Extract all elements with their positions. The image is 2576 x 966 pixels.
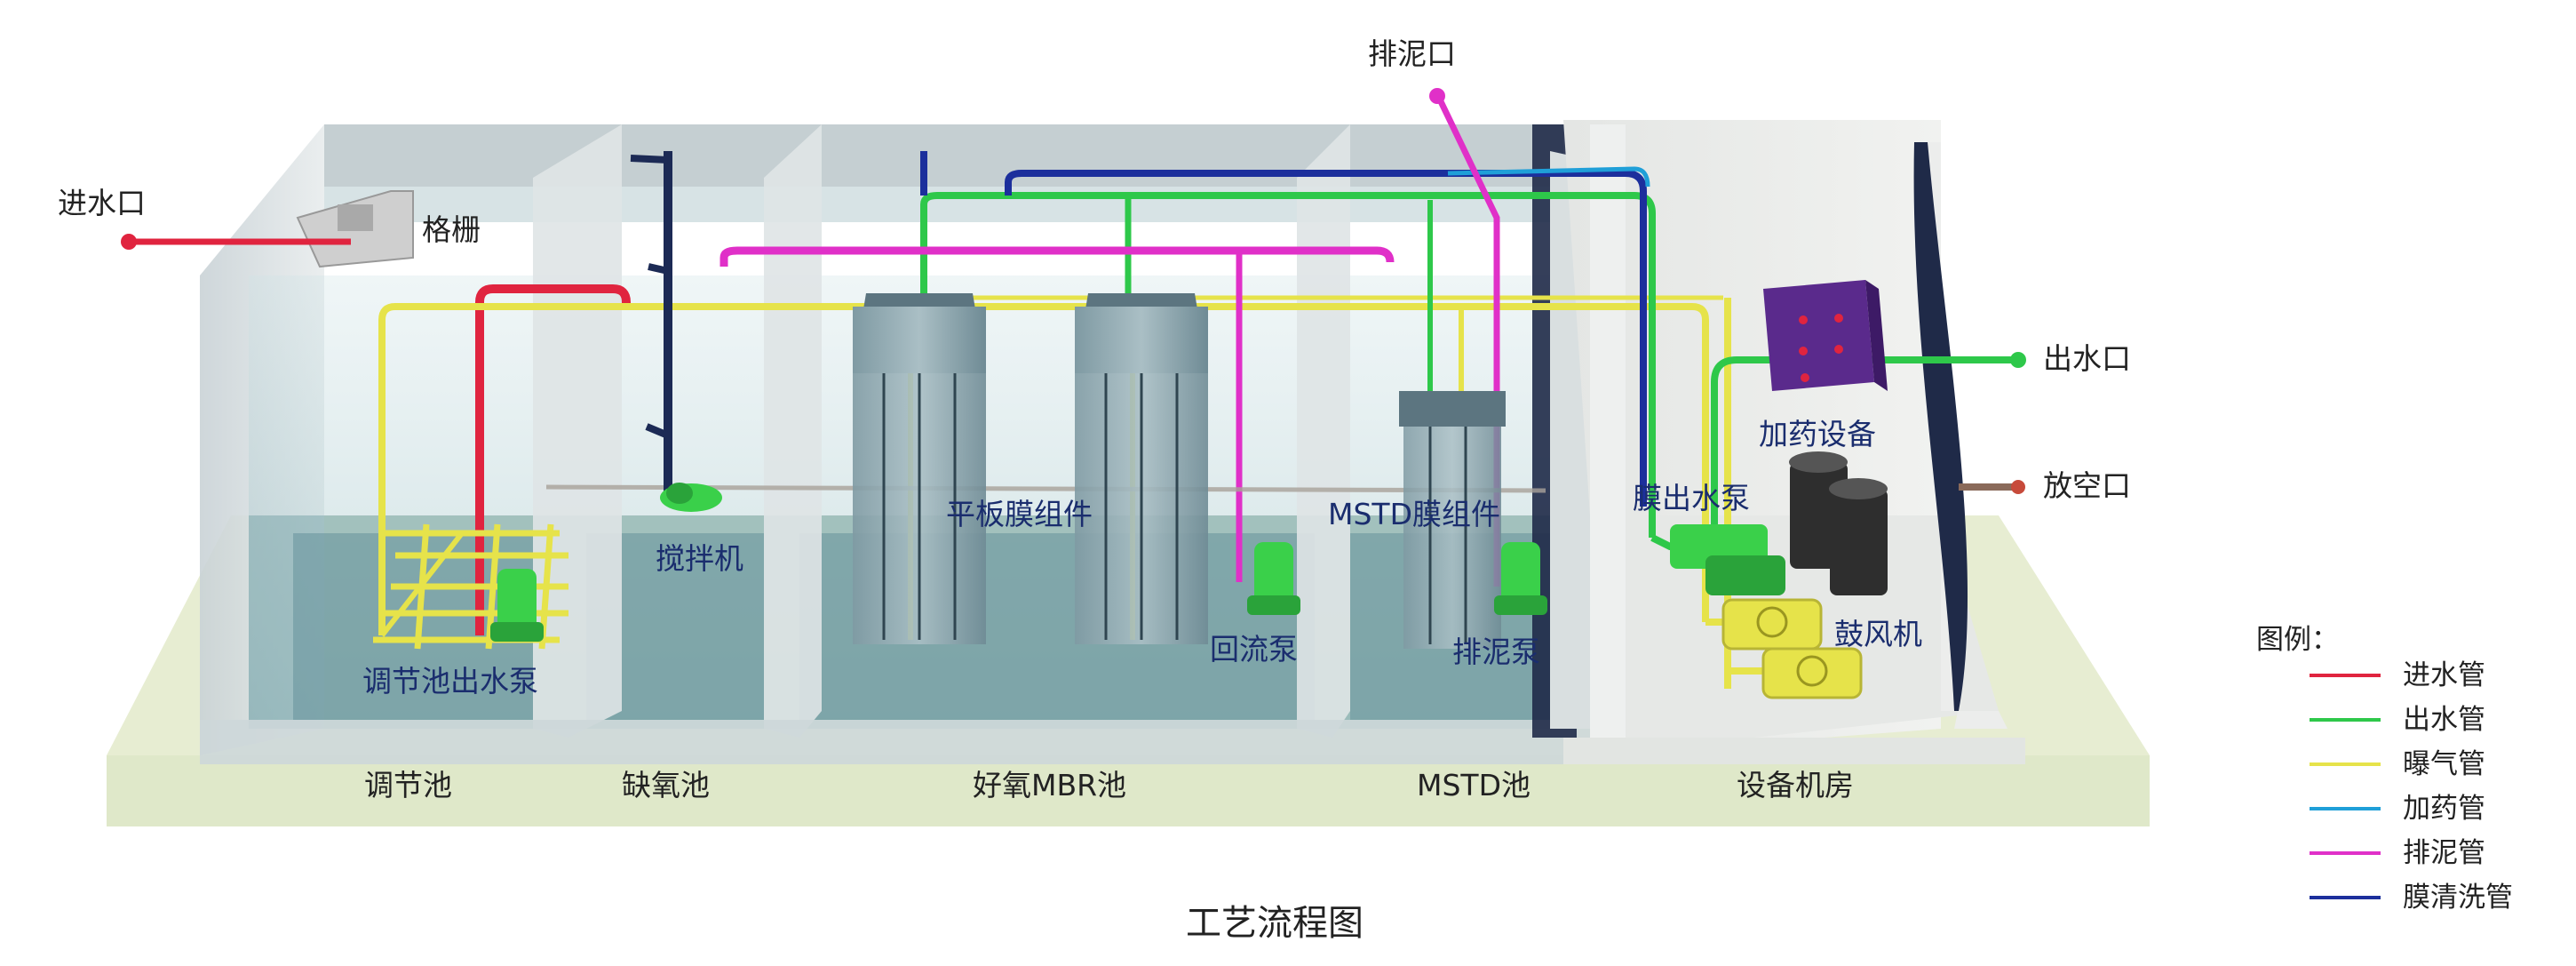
label-dosing-equipment: 加药设备 (1759, 417, 1876, 451)
reflux-pump (1247, 542, 1300, 615)
legend-item: 膜清洗管 (2310, 882, 2513, 914)
dosing-tanks (1789, 451, 1888, 595)
label-membrane-pump: 膜出水泵 (1633, 481, 1750, 515)
legend-item: 出水管 (2310, 704, 2485, 736)
legend-item: 进水管 (2310, 659, 2485, 691)
legend-label: 曝气管 (2403, 748, 2485, 780)
dosing-equipment (1763, 280, 1888, 391)
tank-name: 设备机房 (1737, 768, 1854, 802)
diagram-title: 工艺流程图 (1186, 903, 1364, 944)
label-reflux-pump: 回流泵 (1210, 632, 1298, 667)
mixer (630, 151, 722, 512)
membrane-cleaning-pipe (920, 151, 1650, 507)
label-outlet: 出水口 (2043, 341, 2131, 376)
legend-label: 膜清洗管 (2403, 882, 2513, 914)
legend-title: 图例： (2256, 624, 2339, 656)
label-flat-membrane: 平板膜组件 (946, 497, 1093, 531)
legend-item: 加药管 (2310, 793, 2485, 825)
label-sludge-outlet: 排泥口 (1368, 36, 1456, 71)
legend-item: 排泥管 (2310, 837, 2485, 869)
label-mstd-membrane: MSTD膜组件 (1328, 497, 1500, 531)
legend-label: 进水管 (2403, 659, 2485, 691)
flat-membrane-module (853, 293, 1208, 644)
blowers (1721, 598, 1863, 699)
tank-name: 缺氧池 (622, 768, 710, 802)
legend-label: 出水管 (2403, 704, 2485, 736)
equalization-pump (490, 569, 544, 642)
legend-label: 排泥管 (2403, 837, 2485, 869)
legend-item: 曝气管 (2310, 748, 2485, 780)
tank-name: 好氧MBR池 (973, 768, 1126, 802)
label-mixer: 搅拌机 (656, 541, 743, 576)
legend-label: 加药管 (2403, 793, 2485, 825)
tank-name: MSTD池 (1417, 768, 1530, 802)
callout-labels: 进水口 格栅 排泥口 出水口 加药设备 放空口 膜出水泵 鼓风机 搅拌机 平板膜… (58, 36, 2131, 699)
mstd-membrane-module (1399, 391, 1506, 649)
inlet-pipe (121, 234, 631, 635)
label-inlet: 进水口 (58, 186, 146, 220)
label-blower: 鼓风机 (1834, 617, 1922, 651)
outlet-pipe (920, 192, 2026, 550)
label-drain: 放空口 (2043, 468, 2131, 503)
equipment-room (1563, 120, 2025, 764)
sludge-pump (1494, 542, 1547, 615)
membrane-pumps (1670, 524, 1785, 595)
label-screen: 格栅 (422, 212, 481, 247)
label-equalization-pump: 调节池出水泵 (362, 664, 538, 699)
label-sludge-pump: 排泥泵 (1452, 635, 1540, 669)
screen-chamber (296, 190, 414, 268)
tank-name: 调节池 (364, 768, 452, 802)
tank-names: 调节池 缺氧池 好氧MBR池 MSTD池 设备机房 (364, 768, 1854, 802)
